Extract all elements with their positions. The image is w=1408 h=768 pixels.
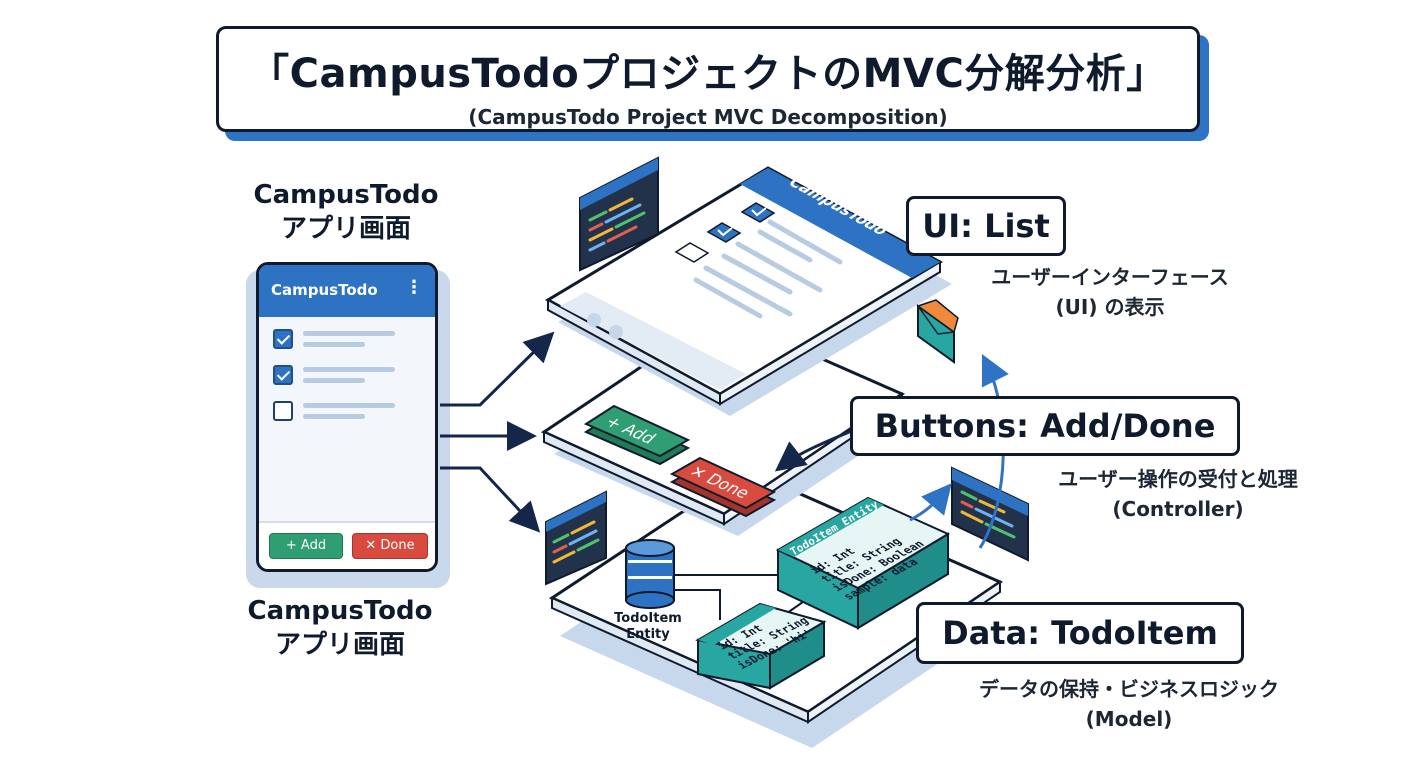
todo-text-line: [303, 342, 365, 347]
view-list-lines: [693, 219, 843, 319]
database-icon: [625, 539, 675, 609]
label-buttons: Buttons: Add/Done: [850, 396, 1240, 456]
view-dot-icon: [587, 313, 601, 327]
code-panel-icon: [545, 490, 607, 586]
todo-checkbox-2[interactable]: [273, 365, 293, 385]
phone-done-button[interactable]: ✕ Done: [352, 533, 428, 559]
desc-controller-line2: (Controller): [1112, 497, 1244, 521]
todo-text-line: [303, 414, 365, 419]
caption-bottom-line1: CampusTodo: [247, 596, 433, 626]
controller-done-button[interactable]: [669, 456, 777, 518]
title-box: 「CampusTodoプロジェクトのMVC分解分析」 (CampusTodo P…: [216, 26, 1200, 132]
phone-mockup: CampusTodo ⋮ + Add ✕ Done: [256, 262, 438, 572]
desc-view: ユーザーインターフェース (UI) の表示: [960, 262, 1260, 322]
view-layer: [544, 166, 952, 416]
arrow-to-view: [440, 331, 555, 407]
page-title: 「CampusTodoプロジェクトのMVC分解分析」: [249, 51, 1167, 97]
desc-view-line1: ユーザーインターフェース: [991, 265, 1229, 289]
view-dot-icon: [609, 325, 623, 339]
view-checkbox-empty[interactable]: [674, 242, 710, 263]
db-label-line1: TodoItem: [614, 611, 682, 626]
phone-todo-list: [259, 317, 435, 522]
phone-app-name: CampusTodo: [271, 281, 378, 299]
flow-arrow-code: [909, 483, 952, 522]
entity-card-small: [695, 602, 827, 690]
page-subtitle: (CampusTodo Project MVC Decomposition): [468, 105, 948, 129]
flow-arrow-controller: [774, 428, 855, 472]
todo-checkbox-1[interactable]: [273, 329, 293, 349]
todo-text-line: [303, 367, 395, 372]
caption-bottom: CampusTodo アプリ画面: [222, 594, 458, 662]
label-data: Data: TodoItem: [916, 602, 1244, 664]
view-checkbox-checked[interactable]: [740, 202, 776, 223]
desc-model-line2: (Model): [1085, 707, 1173, 731]
caption-bottom-line2: アプリ画面: [274, 630, 405, 660]
entity-card-large: [775, 496, 951, 630]
desc-controller-line1: ユーザー操作の受付と処理: [1058, 467, 1298, 491]
phone-app-bar: CampusTodo ⋮: [259, 265, 435, 317]
more-vert-icon[interactable]: ⋮: [405, 277, 423, 298]
view-checkbox-checked[interactable]: [706, 222, 742, 243]
db-connector: [674, 589, 721, 620]
desc-model-line1: データの保持・ビジネスロジック: [979, 677, 1279, 701]
label-ui-list: UI: List: [906, 196, 1066, 256]
controller-add-button[interactable]: [583, 404, 691, 466]
todo-text-line: [303, 403, 395, 408]
phone-add-button[interactable]: + Add: [269, 533, 343, 559]
todo-checkbox-3[interactable]: [273, 401, 293, 421]
code-panel-icon: [951, 466, 1029, 562]
arrow-to-model: [440, 466, 541, 533]
desc-controller: ユーザー操作の受付と処理 (Controller): [1026, 464, 1330, 524]
caption-top-line1: CampusTodo: [253, 180, 439, 210]
desc-model: データの保持・ビジネスロジック (Model): [934, 674, 1324, 734]
db-label-line2: Entity: [626, 627, 670, 642]
phone-footer: + Add ✕ Done: [259, 521, 435, 569]
caption-top-line2: アプリ画面: [280, 214, 411, 244]
todo-text-line: [303, 331, 395, 336]
desc-view-line2: (UI) の表示: [1055, 295, 1165, 319]
code-panel-icon: [579, 156, 659, 272]
envelope-icon: [916, 299, 959, 364]
caption-top: CampusTodo アプリ画面: [228, 178, 464, 246]
todo-text-line: [303, 378, 365, 383]
